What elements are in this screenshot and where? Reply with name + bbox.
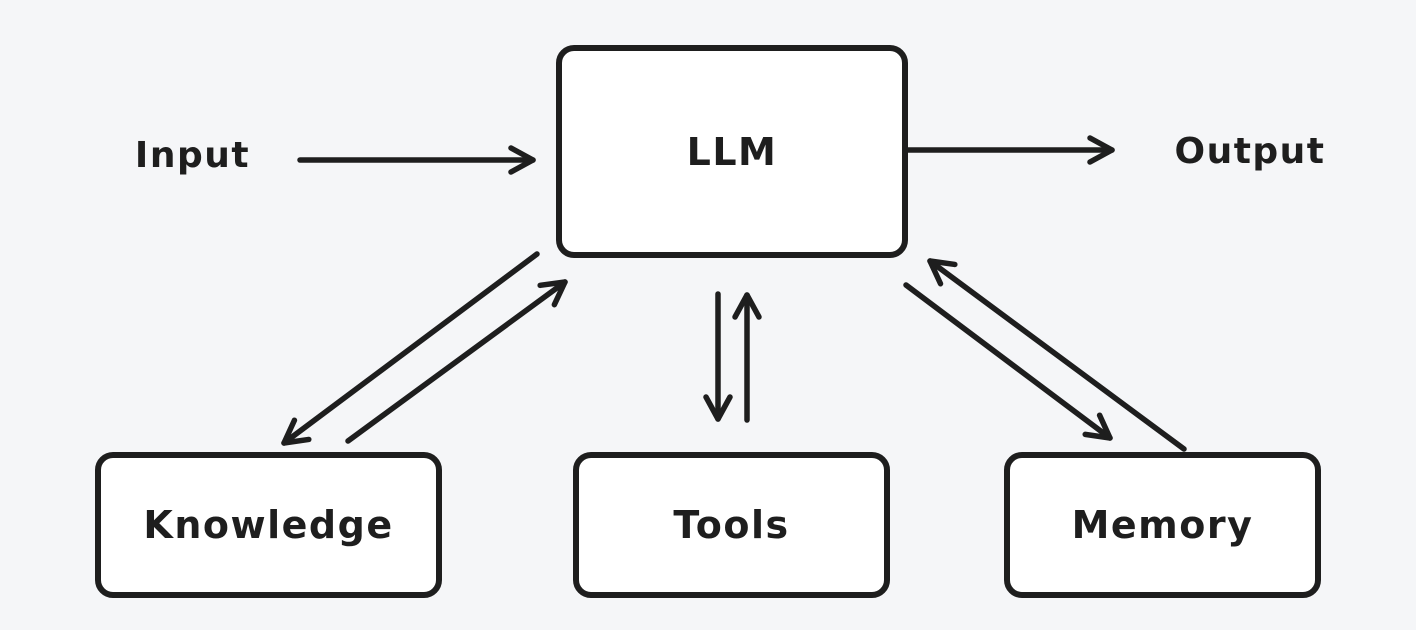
input-label: Input — [134, 134, 251, 176]
arrow-llm-to-memory — [903, 282, 1113, 441]
arrow-memory-to-llm — [927, 258, 1187, 452]
node-input: Input — [100, 130, 285, 180]
tools-label: Tools — [673, 503, 790, 547]
arrow-llm-to-knowledge — [281, 251, 540, 446]
arrow-knowledge-to-llm — [345, 279, 568, 444]
node-llm: LLM — [556, 45, 908, 258]
node-knowledge: Knowledge — [95, 452, 442, 598]
memory-label: Memory — [1071, 503, 1254, 547]
node-memory: Memory — [1004, 452, 1321, 598]
node-output: Output — [1155, 126, 1345, 176]
output-label: Output — [1174, 130, 1326, 172]
knowledge-label: Knowledge — [143, 503, 394, 547]
llm-label: LLM — [686, 129, 778, 174]
node-tools: Tools — [573, 452, 890, 598]
